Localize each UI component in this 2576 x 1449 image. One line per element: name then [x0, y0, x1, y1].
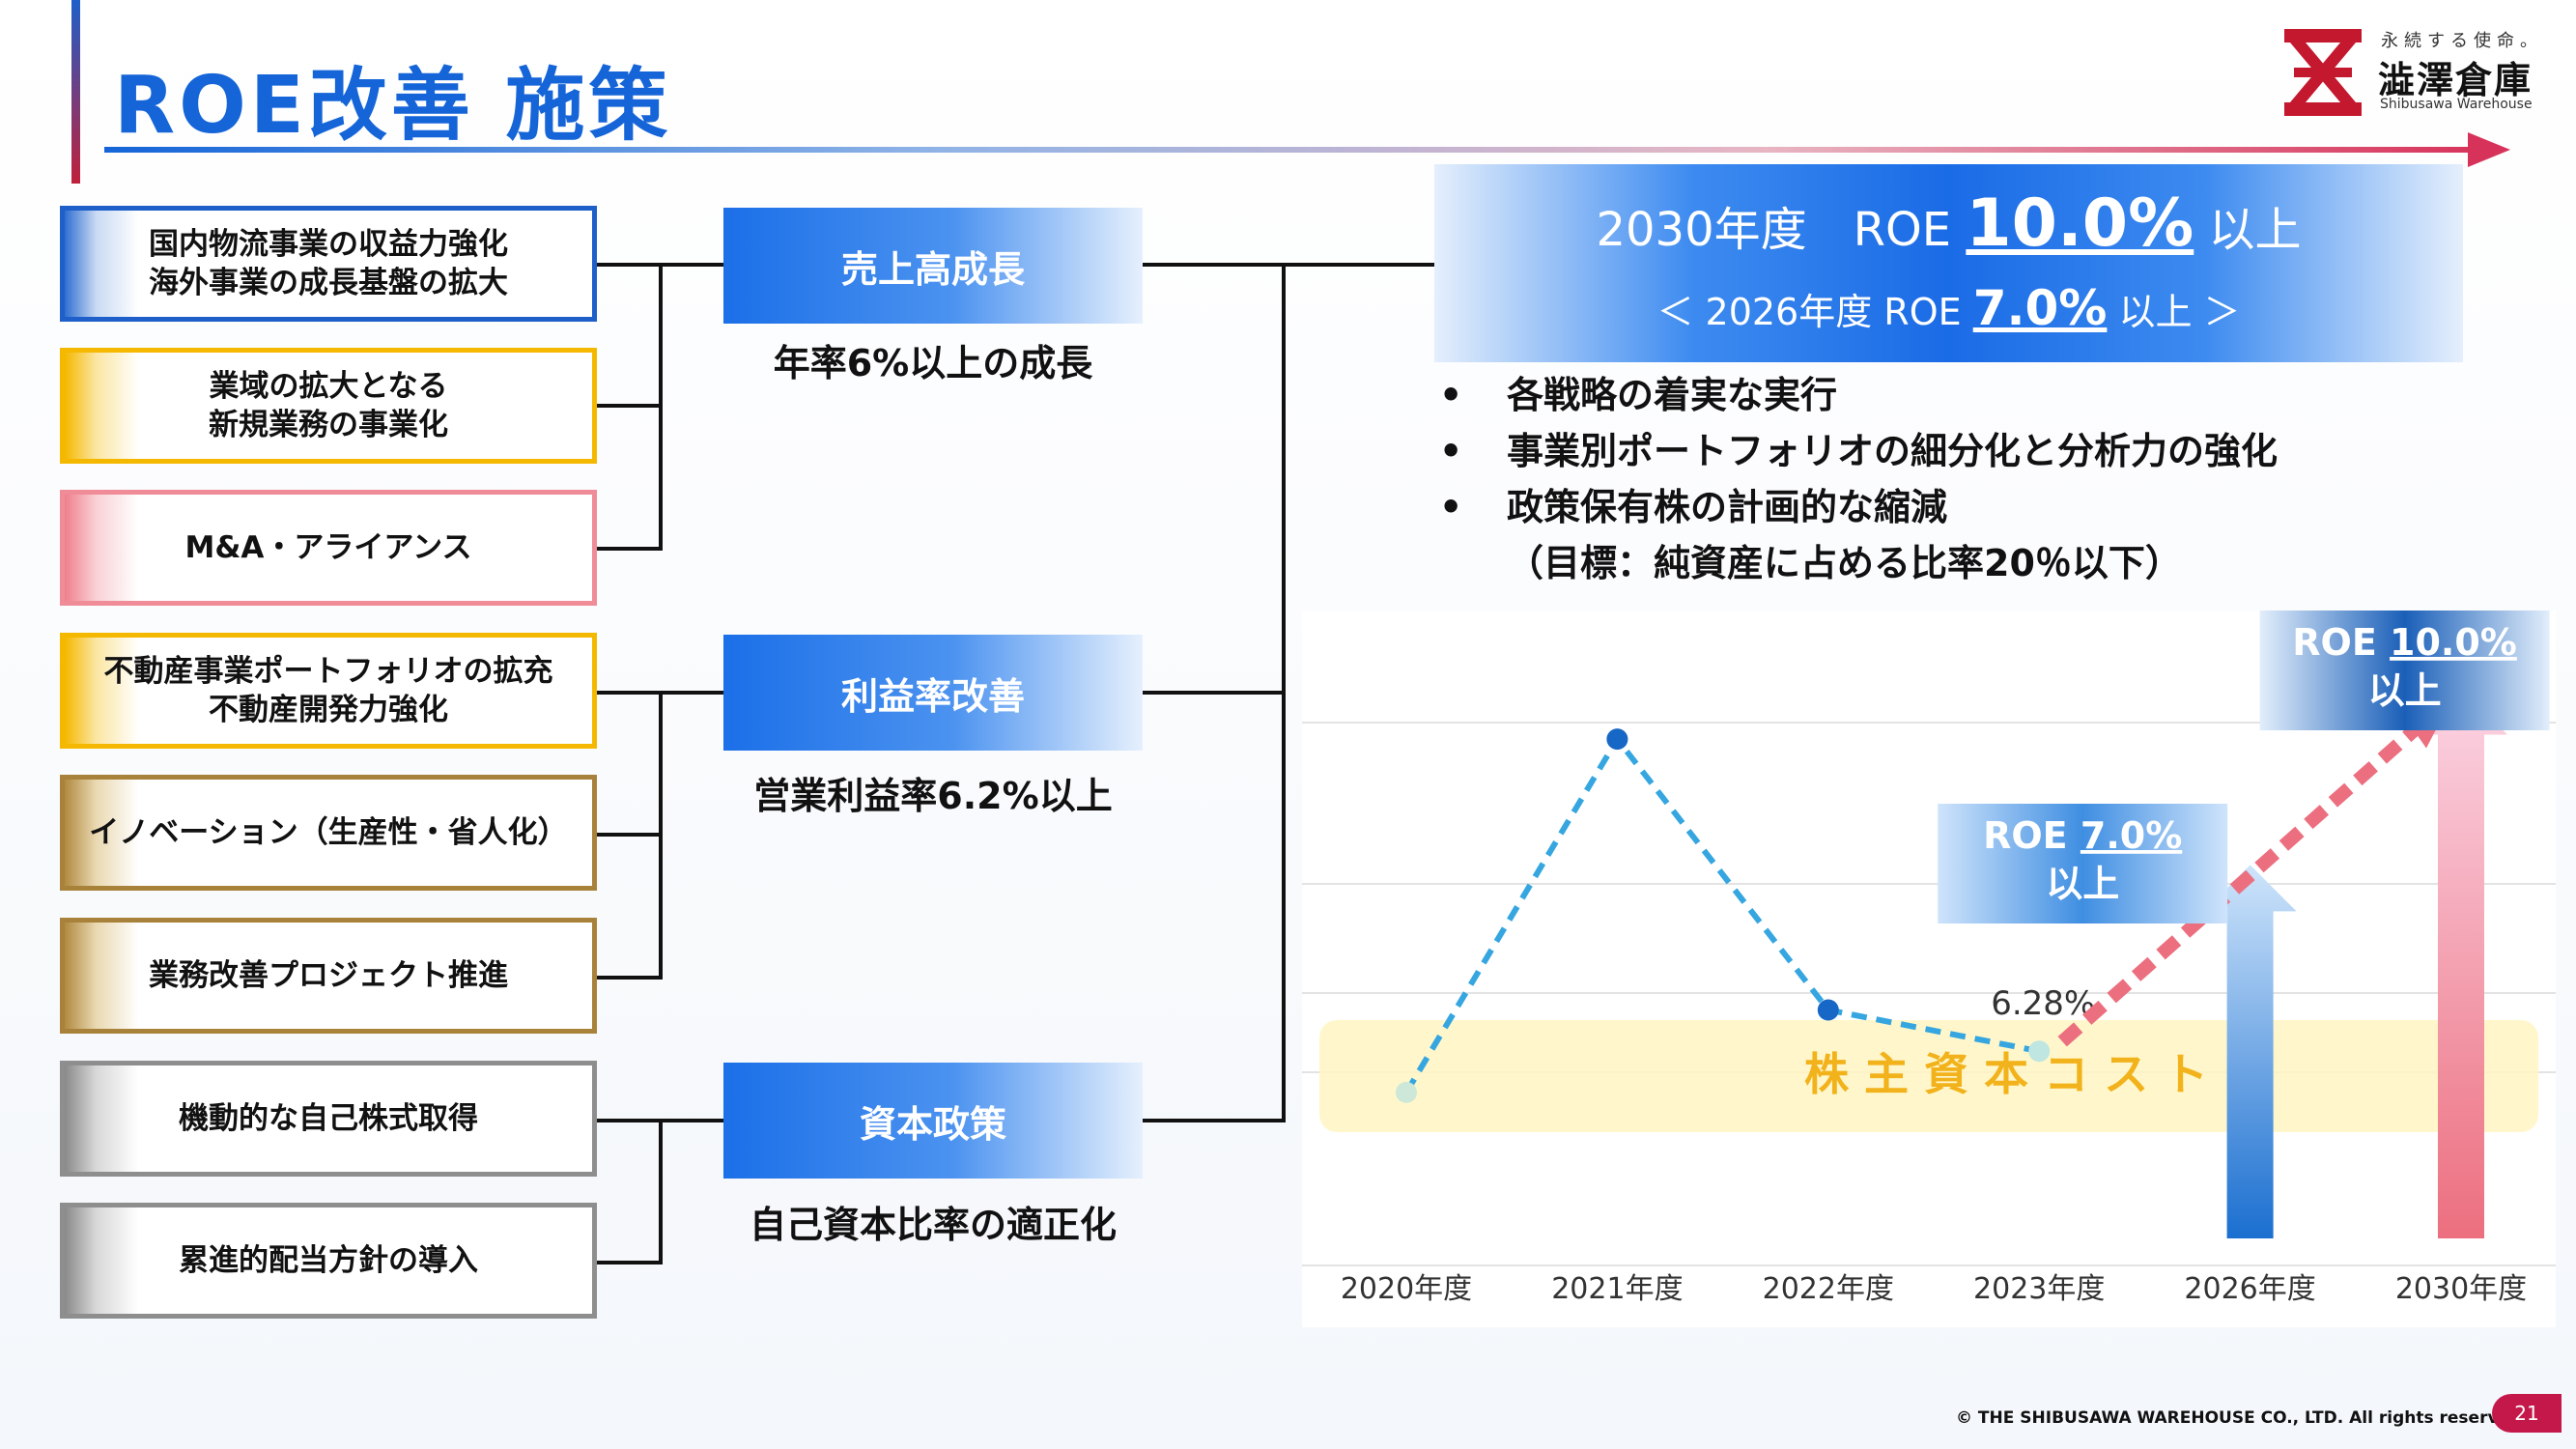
x-tick-label: 2026年度: [2184, 1272, 2315, 1306]
callout-roe-2030-title: ROE 10.0%: [2292, 621, 2517, 664]
list-item: •事業別ポートフォリオの細分化と分析力の強化: [1439, 430, 2279, 472]
connector-line: [1282, 263, 1434, 267]
callout-roe-2026-title: ROE 7.0%: [1983, 814, 2182, 857]
x-tick-label: 2021年度: [1551, 1272, 1683, 1306]
initiative-box-3: M&A・アライアンス: [60, 490, 597, 606]
x-tick-label: 2022年度: [1763, 1272, 1894, 1306]
roe-actual-point: [2028, 1040, 2051, 1063]
x-tick-label: 2020年度: [1341, 1272, 1472, 1306]
callout-roe-2026-sub: 以上: [2046, 863, 2119, 905]
connector-line: [597, 1261, 663, 1264]
connector-line: [597, 833, 663, 837]
logo-company-name: 澁澤倉庫: [2378, 59, 2534, 101]
connector-line: [659, 691, 663, 980]
strategy-sub-sales-growth: 年率6%以上の成長: [773, 342, 1093, 384]
roe-chart: 株 主 資 本 コ ス ト 6.28% ROE 7.0% 以上 ROE 10.0% 以…: [1302, 611, 2556, 1327]
strategy-box-capital: 資本政策: [723, 1063, 1143, 1179]
connector-line: [597, 263, 663, 267]
strategy-sub-capital: 自己資本比率の適正化: [749, 1204, 1117, 1246]
roe-target-2026: ＜ 2026年度 ROE 7.0% 以上 ＞: [1656, 280, 2241, 336]
roe-chart-svg: 株 主 資 本 コ ス ト 6.28% ROE 7.0% 以上 ROE 10.0% 以…: [1302, 611, 2556, 1306]
roe-2023-value-label: 6.28%: [1991, 984, 2095, 1023]
target-2026-arrow: [2203, 865, 2297, 1238]
connector-line: [597, 976, 663, 980]
x-tick-label: 2023年度: [1973, 1272, 2105, 1306]
list-item: •各戦略の着実な実行: [1439, 374, 1838, 416]
roe-actual-point: [1817, 999, 1839, 1021]
callout-roe-2030-box: [2259, 611, 2550, 730]
strategy-box-sales-growth: 売上高成長: [723, 208, 1143, 324]
connector-line: [1143, 691, 1286, 695]
roe-target-2030: 2030年度 ROE 10.0% 以上: [1596, 185, 2302, 262]
copyright-text: © THE SHIBUSAWA WAREHOUSE CO., LTD. All …: [1956, 1408, 2528, 1428]
connector-line: [1282, 263, 1286, 1122]
connector-line: [597, 1119, 663, 1122]
logo-company-name-en: Shibusawa Warehouse: [2380, 97, 2533, 112]
initiative-box-4: 不動産事業ポートフォリオの拡充 不動産開発力強化: [60, 633, 597, 749]
callout-roe-2026-box: [1938, 804, 2228, 923]
initiative-box-5: イノベーション（生産性・省人化）: [60, 775, 597, 891]
connector-line: [659, 1119, 723, 1122]
roe-target-line: [2057, 718, 2427, 1047]
strategy-sub-margin: 営業利益率6.2%以上: [753, 775, 1113, 817]
x-tick-label: 2030年度: [2395, 1272, 2527, 1306]
page-title: ROE改善 施策: [114, 60, 672, 152]
initiative-box-6: 業務改善プロジェクト推進: [60, 918, 597, 1034]
connector-line: [659, 1119, 663, 1264]
connector-line: [1143, 1119, 1286, 1122]
target-2030-arrow: [2415, 688, 2507, 1238]
initiative-box-1: 国内物流事業の収益力強化 海外事業の成長基盤の拡大: [60, 206, 597, 322]
title-accent-bar: [71, 0, 80, 184]
connector-line: [1143, 263, 1286, 267]
title-underline: [104, 147, 2480, 153]
connector-line: [597, 547, 663, 551]
initiative-box-8: 累進的配当方針の導入: [60, 1203, 597, 1319]
cost-of-equity-label: 株 主 資 本 コ ス ト: [1804, 1048, 2208, 1100]
logo-tagline: 永続する使命。: [2381, 31, 2543, 51]
connector-line: [597, 691, 663, 695]
shibusawa-logo-icon: [2284, 29, 2362, 116]
connector-line: [659, 263, 663, 551]
strategy-box-margin: 利益率改善: [723, 635, 1143, 751]
bullet-list: •各戦略の着実な実行 •事業別ポートフォリオの細分化と分析力の強化 •政策保有株…: [1439, 367, 2278, 591]
title-arrow-icon: [2468, 132, 2510, 167]
callout-roe-2030-sub: 以上: [2368, 669, 2442, 712]
chart-gridlines: [1302, 722, 2556, 1266]
roe-actual-point: [1396, 1081, 1417, 1103]
connector-line: [597, 404, 663, 408]
roe-target-banner: 2030年度 ROE 10.0% 以上 ＜ 2026年度 ROE 7.0% 以上…: [1434, 164, 2463, 362]
connector-line: [659, 263, 723, 267]
roe-actual-point: [1606, 728, 1628, 751]
list-item: •政策保有株の計画的な縮減: [1439, 486, 1948, 528]
roe-actual-line: [1403, 733, 2040, 1094]
initiative-box-2: 業域の拡大となる 新規業務の事業化: [60, 348, 597, 464]
list-item: （目標：純資産に占める比率20％以下）: [1507, 542, 2182, 584]
initiative-box-7: 機動的な自己株式取得: [60, 1061, 597, 1177]
connector-line: [659, 691, 723, 695]
page-number: 21: [2492, 1394, 2562, 1433]
